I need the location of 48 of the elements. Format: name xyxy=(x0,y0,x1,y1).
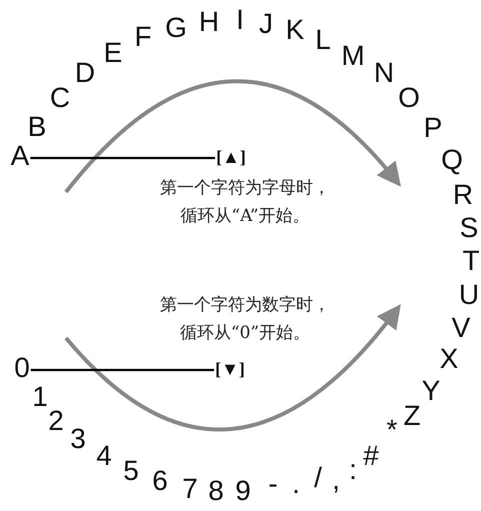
character-label: 0 xyxy=(14,354,30,382)
character-label: - xyxy=(268,470,278,498)
key-label: [▼] xyxy=(215,360,245,378)
character-label: P xyxy=(424,114,442,142)
character-label: 5 xyxy=(123,457,139,485)
character-label: L xyxy=(315,26,331,54)
character-label: 9 xyxy=(235,477,251,505)
character-label: : xyxy=(349,456,357,484)
character-label: 4 xyxy=(96,442,112,470)
character-label: I xyxy=(236,6,244,34)
character-label: T xyxy=(462,247,480,275)
character-label: N xyxy=(374,59,394,87)
character-label: U xyxy=(458,281,480,309)
character-label: 2 xyxy=(48,407,64,435)
character-label: . xyxy=(292,470,300,498)
character-label: / xyxy=(314,464,322,492)
character-label: S xyxy=(460,214,478,242)
character-label: Z xyxy=(403,402,421,430)
character-label: 7 xyxy=(182,475,198,503)
character-label: B xyxy=(28,113,46,141)
character-label: # xyxy=(363,442,379,470)
character-label: * xyxy=(386,416,398,444)
character-label: M xyxy=(341,42,365,70)
character-label: , xyxy=(332,466,340,494)
character-label: 3 xyxy=(70,425,86,453)
leader-line xyxy=(30,368,214,372)
character-label: D xyxy=(74,59,96,87)
character-label: 6 xyxy=(152,467,168,495)
note-text: 第一个字符为数字时，循环从“0”开始。 xyxy=(159,294,331,345)
character-label: E xyxy=(104,39,122,67)
character-label: K xyxy=(286,16,304,44)
key-label: [▲] xyxy=(216,148,246,166)
character-label: Q xyxy=(441,146,463,174)
character-label: R xyxy=(452,181,474,209)
character-label: C xyxy=(50,84,70,112)
character-label: Y xyxy=(422,377,440,405)
character-label: A xyxy=(10,142,30,170)
note-text: 第一个字符为字母时，循环从“A”开始。 xyxy=(159,177,331,228)
character-label: F xyxy=(134,23,152,51)
character-label: H xyxy=(198,8,220,36)
character-label: J xyxy=(259,10,273,38)
character-label: 1 xyxy=(32,383,48,411)
character-label: O xyxy=(398,84,420,112)
character-label: 8 xyxy=(208,477,224,505)
character-label: G xyxy=(165,14,187,42)
character-label: V xyxy=(452,314,470,342)
leader-line xyxy=(30,156,216,160)
character-label: X xyxy=(440,345,458,373)
